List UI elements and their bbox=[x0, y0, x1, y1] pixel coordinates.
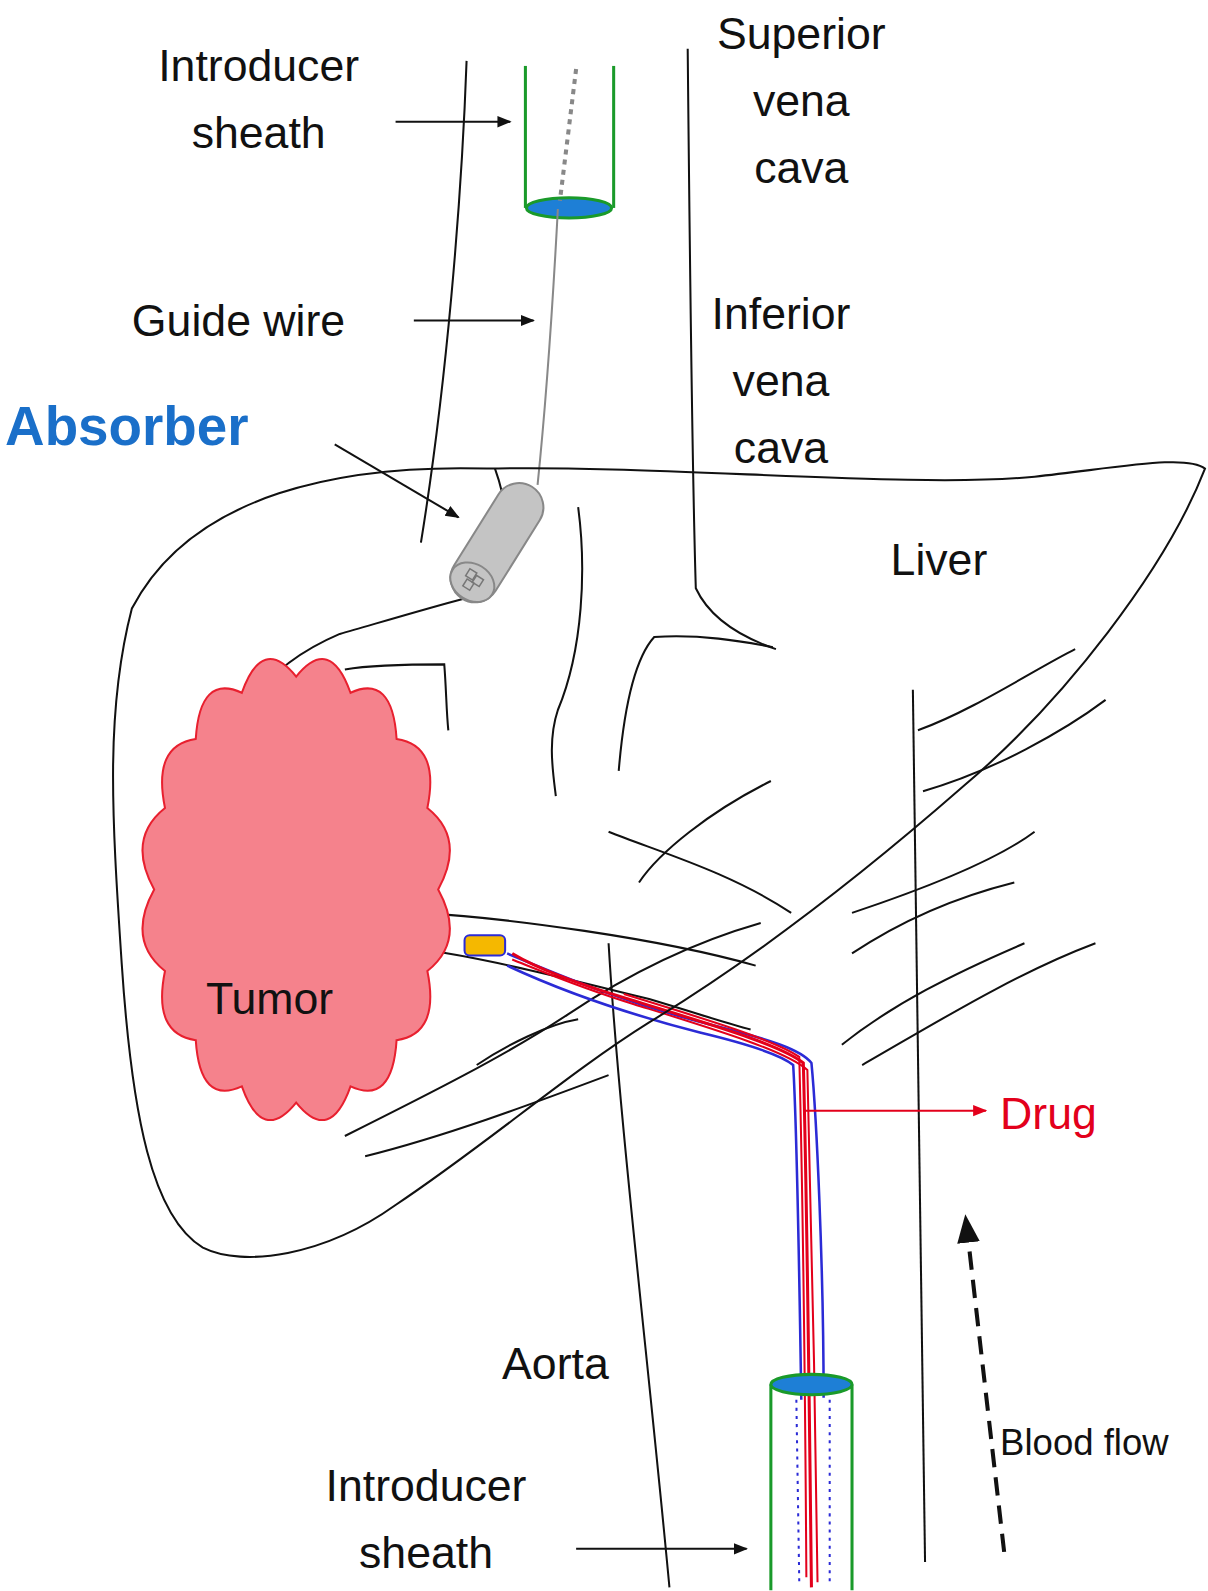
sheath-label: Introducer sheath bbox=[158, 32, 359, 166]
absorber-label: Absorber bbox=[5, 393, 248, 460]
organ-label: Tumor bbox=[206, 966, 333, 1033]
tumor-mass: Tumor bbox=[138, 657, 456, 1124]
wire-label: Guide wire bbox=[132, 287, 345, 354]
vessel-label: Inferior vena cava bbox=[712, 280, 851, 481]
tumor-outline-path bbox=[142, 659, 449, 1120]
vessel-label: Aorta bbox=[502, 1331, 609, 1398]
blood-flow-arrow bbox=[966, 1217, 1005, 1552]
tumor-mass-shape bbox=[138, 657, 456, 1124]
organ-label: Liver bbox=[891, 526, 988, 593]
guide-wire bbox=[538, 209, 558, 485]
drug-label: Drug bbox=[1000, 1080, 1097, 1147]
top-introducer-sheath bbox=[525, 66, 613, 218]
liver-outline: LiverTumor bbox=[104, 446, 1208, 1273]
absorber-cylinder bbox=[441, 474, 552, 612]
liver-outline-path bbox=[113, 462, 1205, 1257]
sheath-label: Introducer sheath bbox=[326, 1452, 527, 1586]
flow-label: Blood flow bbox=[1000, 1420, 1168, 1465]
vessel-label: Superior vena cava bbox=[717, 0, 886, 201]
bottom-introducer-sheath bbox=[771, 1374, 852, 1590]
